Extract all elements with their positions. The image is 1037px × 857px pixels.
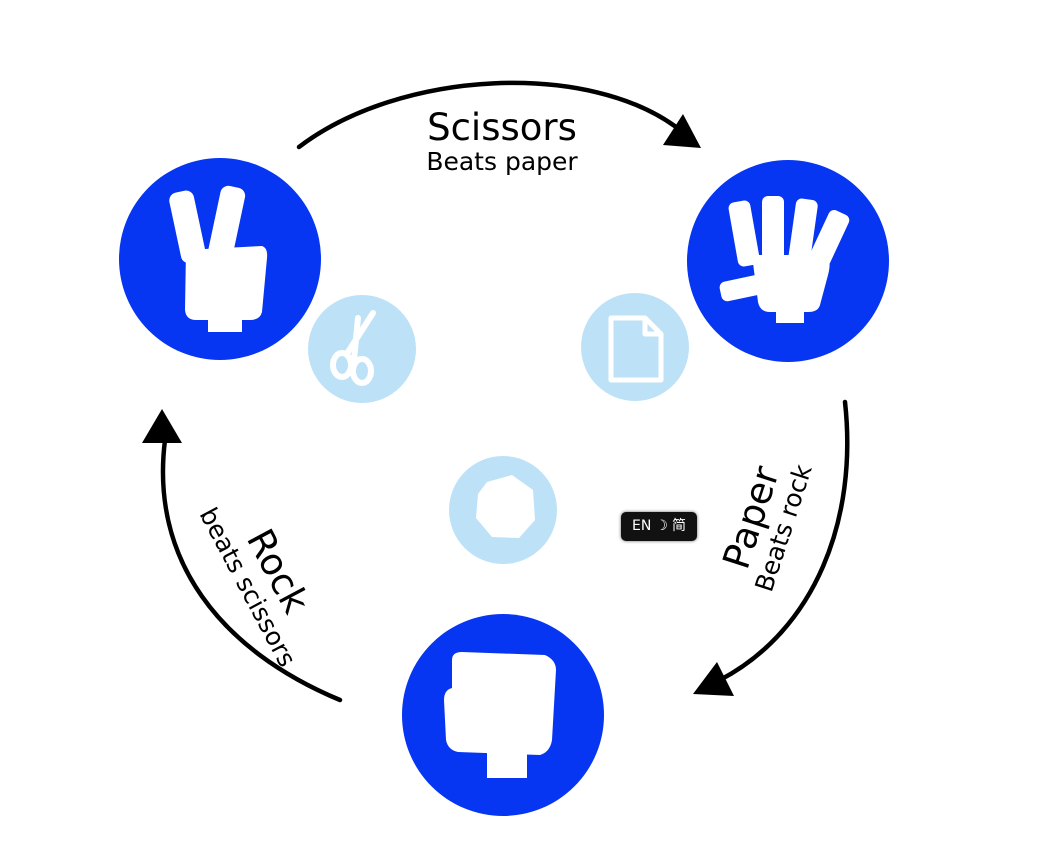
scissors-edge-label: Scissors Beats paper <box>426 108 577 176</box>
scissors-icon <box>330 310 376 386</box>
ime-lang: EN <box>632 518 652 534</box>
scissors-node <box>119 158 321 360</box>
rock-icon <box>476 475 535 538</box>
scissors-small-node <box>308 295 416 403</box>
arrow-rock-to-scissors <box>142 409 343 703</box>
rock-small-node <box>449 456 557 564</box>
scissors-title: Scissors <box>427 106 577 149</box>
arrow-paper-to-rock <box>693 399 850 696</box>
document-small-node <box>581 293 689 401</box>
paper-node <box>687 160 889 362</box>
rock-node <box>402 614 604 816</box>
moon-icon: ☽ <box>655 518 668 534</box>
paper-hand-icon <box>719 196 850 323</box>
ime-indicator[interactable]: EN ☽ 简 <box>621 512 697 541</box>
arrow-scissors-to-paper <box>296 80 701 150</box>
rock-hand-icon <box>444 652 556 778</box>
ime-script: 简 <box>671 518 686 534</box>
scissors-note: Beats paper <box>426 147 578 176</box>
document-icon <box>608 315 664 383</box>
scissors-hand-icon <box>169 185 268 332</box>
